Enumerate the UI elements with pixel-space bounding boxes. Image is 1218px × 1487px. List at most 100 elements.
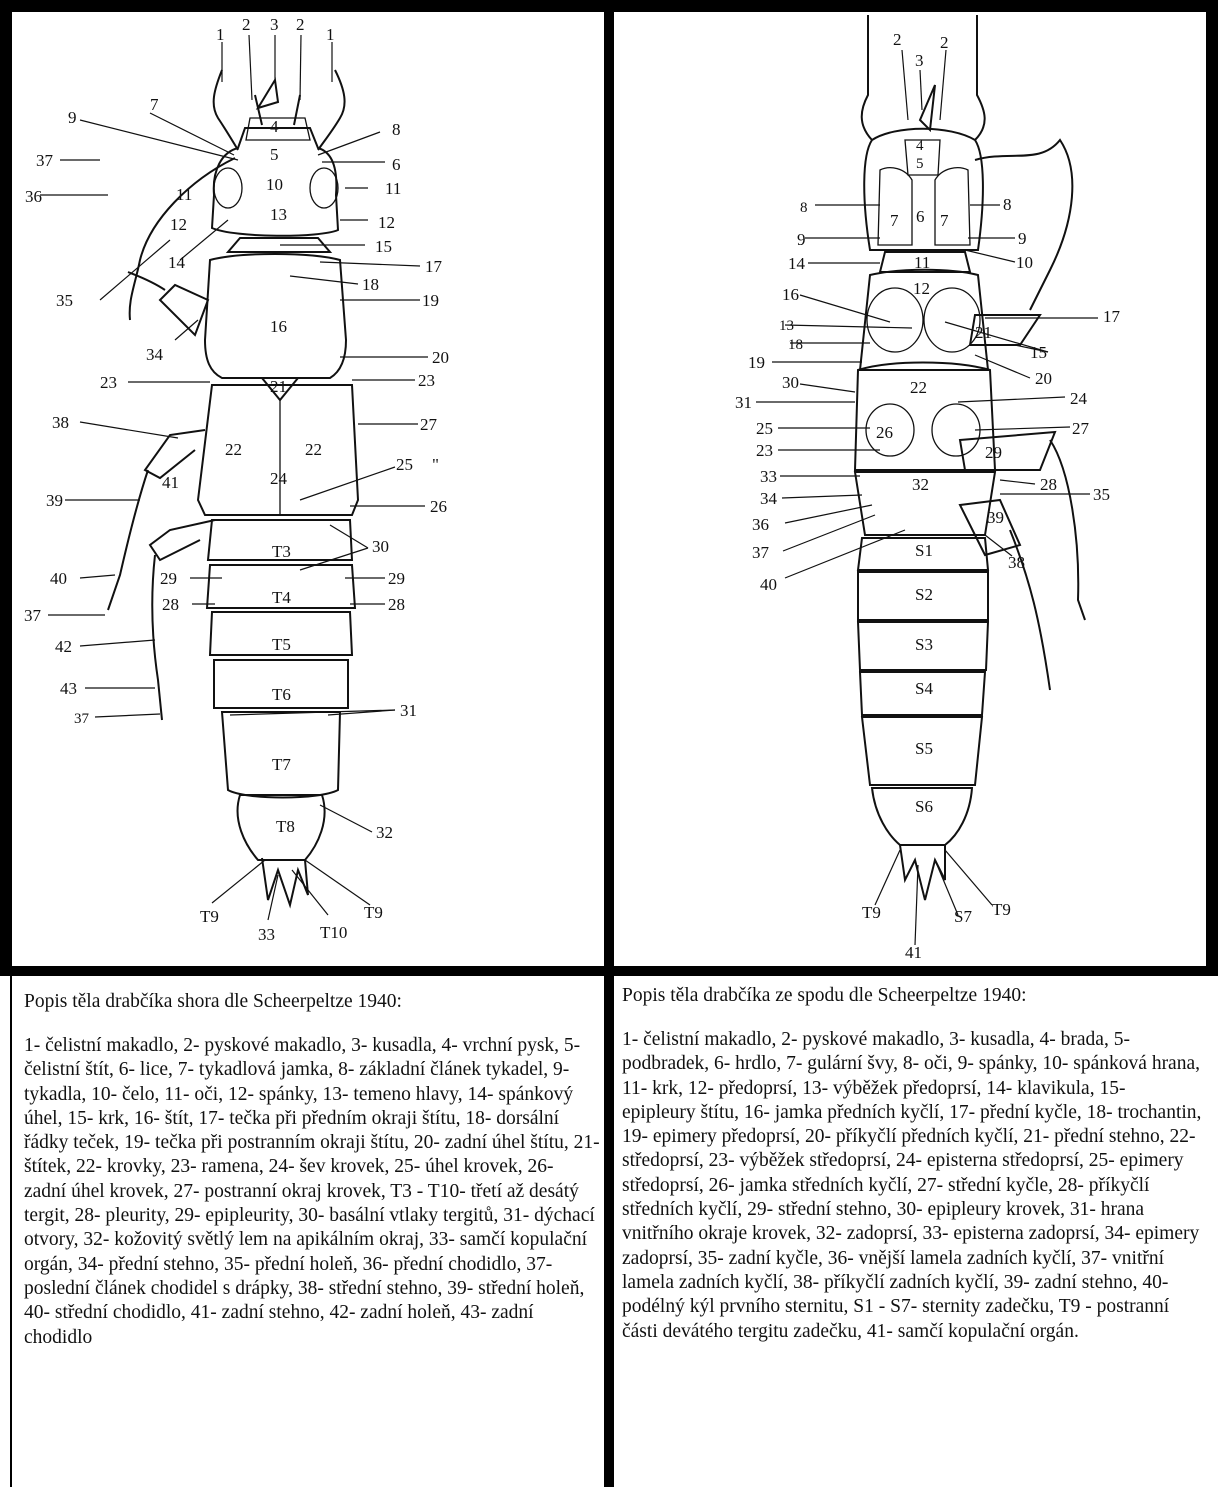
v-gena-right — [935, 168, 970, 245]
label-43: 43 — [60, 679, 77, 698]
v-label-9a: 9 — [797, 230, 806, 249]
v-label-19: 19 — [748, 353, 765, 372]
label-t7: T7 — [272, 755, 291, 774]
v-label-16: 16 — [782, 285, 799, 304]
v-label-4: 4 — [916, 138, 924, 154]
label-12a: 12 — [170, 215, 187, 234]
label-17: 17 — [425, 257, 443, 276]
v-label-s3: S3 — [915, 635, 933, 654]
label-29b: 29 — [388, 569, 405, 588]
ventral-beetle-diagram: 2 3 2 4 5 6 7 7 8 8 9 9 10 11 12 14 16 1… — [614, 12, 1206, 966]
dorsal-diagram-panel: 1 2 3 2 1 4 5 10 11 13 12 12 14 15 9 7 8… — [12, 12, 604, 966]
label-8: 8 — [392, 120, 401, 139]
label-20: 20 — [432, 348, 449, 367]
dorsal-caption-title: Popis těla drabčíka shora dle Scheerpelt… — [24, 990, 600, 1014]
v-label-5: 5 — [916, 156, 924, 172]
v-label-14: 14 — [788, 254, 806, 273]
label-22a: 22 — [225, 440, 242, 459]
v-label-28: 28 — [1040, 475, 1057, 494]
front-femur — [160, 285, 208, 335]
dorsal-caption: Popis těla drabčíka shora dle Scheerpelt… — [24, 990, 600, 1350]
v-mid-coxal-cavity-right — [932, 404, 980, 456]
label-39: 39 — [46, 491, 63, 510]
antenna-left — [130, 158, 235, 320]
dorsal-leader-lines — [40, 35, 428, 920]
v-label-22: 22 — [910, 378, 927, 397]
v-front-coxal-cavity-right — [924, 288, 980, 352]
label-28b: 28 — [388, 595, 405, 614]
label-38: 38 — [52, 413, 69, 432]
label-t8: T8 — [276, 817, 295, 836]
label-11b: 11 — [385, 179, 401, 198]
v-label-s2: S2 — [915, 585, 933, 604]
v-label-38: 38 — [1008, 553, 1025, 572]
label-14: 14 — [168, 253, 186, 272]
label-12b: 12 — [378, 213, 395, 232]
v-label-29: 29 — [985, 443, 1002, 462]
v-label-6: 6 — [916, 207, 925, 226]
label-30: 30 — [372, 537, 389, 556]
v-label-t9a: T9 — [862, 903, 881, 922]
v-mid-femur — [960, 432, 1055, 470]
v-label-40: 40 — [760, 575, 777, 594]
label-t6: T6 — [272, 685, 291, 704]
v-label-21: 21 — [975, 323, 992, 342]
label-23a: 23 — [100, 373, 117, 392]
label-13: 13 — [270, 205, 287, 224]
v-label-34: 34 — [760, 489, 778, 508]
label-35: 35 — [56, 291, 73, 310]
label-4: 4 — [270, 117, 279, 136]
label-10: 10 — [266, 175, 283, 194]
label-27: 27 — [420, 415, 438, 434]
label-41: 41 — [162, 473, 179, 492]
v-label-11: 11 — [914, 253, 930, 272]
v-label-8a: 8 — [800, 200, 808, 216]
v-label-3: 3 — [915, 51, 924, 70]
label-23b: 23 — [418, 371, 435, 390]
label-t3: T3 — [272, 542, 291, 561]
v-label-2b: 2 — [940, 33, 949, 52]
dorsal-caption-body: 1- čelistní makadlo, 2- pyskové makadlo,… — [24, 1034, 600, 1350]
label-1b: 1 — [326, 25, 335, 44]
v-label-10: 10 — [1016, 253, 1033, 272]
v-palp-right — [975, 15, 985, 140]
label-t4: T4 — [272, 588, 291, 607]
v-label-24: 24 — [1070, 389, 1088, 408]
middle-tibia-tarsus — [108, 470, 148, 610]
label-stray-mark: " — [432, 455, 439, 474]
v-gena-left — [878, 168, 912, 245]
v-mid-tibia — [1050, 440, 1085, 620]
ventral-caption: Popis těla drabčíka ze spodu dle Scheerp… — [622, 984, 1202, 1344]
dorsal-labels: 1 2 3 2 1 4 5 10 11 13 12 12 14 15 9 7 8… — [24, 15, 449, 944]
maxillary-palp-right — [318, 70, 345, 150]
v-label-35: 35 — [1093, 485, 1110, 504]
v-label-7a: 7 — [890, 211, 899, 230]
elytra — [198, 385, 358, 515]
label-33: 33 — [258, 925, 275, 944]
label-t9a: T9 — [200, 907, 219, 926]
v-label-s6: S6 — [915, 797, 933, 816]
frame-bottom-left-rule — [10, 975, 12, 1487]
v-label-9b: 9 — [1018, 229, 1027, 248]
ventral-caption-body: 1- čelistní makadlo, 2- pyskové makadlo,… — [622, 1028, 1202, 1344]
mandibles — [258, 80, 278, 108]
label-15: 15 — [375, 237, 392, 256]
v-label-33: 33 — [760, 467, 777, 486]
v-label-39: 39 — [987, 508, 1004, 527]
frame-mid-rule — [0, 966, 1218, 976]
label-2a: 2 — [242, 15, 251, 34]
ventral-caption-title: Popis těla drabčíka ze spodu dle Scheerp… — [622, 984, 1202, 1008]
label-28a: 28 — [162, 595, 179, 614]
v-label-s7: S7 — [954, 907, 972, 926]
v-label-15: 15 — [1030, 343, 1047, 362]
eye-right — [310, 168, 338, 208]
label-19: 19 — [422, 291, 439, 310]
label-11a: 11 — [176, 185, 192, 204]
v-label-26: 26 — [876, 423, 893, 442]
label-31: 31 — [400, 701, 417, 720]
v-label-8b: 8 — [1003, 195, 1012, 214]
label-36: 36 — [25, 187, 42, 206]
v-label-s1: S1 — [915, 541, 933, 560]
label-25: 25 — [396, 455, 413, 474]
label-7: 7 — [150, 95, 159, 114]
